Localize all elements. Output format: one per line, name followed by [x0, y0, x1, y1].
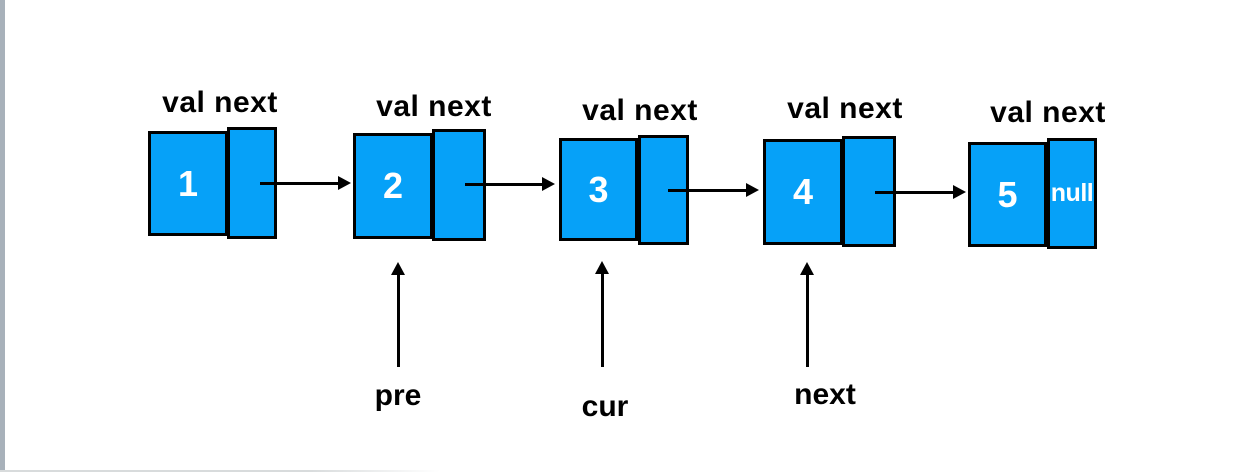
- arrow-shaft: [805, 272, 809, 367]
- arrowhead-up-icon: [391, 262, 405, 275]
- node-3-header: val next: [582, 94, 698, 127]
- node-3-value: 3: [588, 168, 609, 210]
- node-1-header: val next: [162, 86, 278, 119]
- arrowhead-up-icon: [800, 262, 814, 275]
- node-4-header: val next: [787, 92, 903, 125]
- node-5-value: 5: [997, 173, 1018, 215]
- window-left-edge: [0, 0, 5, 472]
- node-2-value: 2: [382, 165, 404, 206]
- node-4-value: 4: [792, 171, 814, 212]
- node-3-val-box: 3: [559, 138, 638, 241]
- arrow-shaft: [396, 272, 400, 367]
- cur-pointer-label: cur: [581, 390, 629, 423]
- node-4-val-box: 4: [763, 139, 843, 245]
- node-5-next-value: null: [1050, 179, 1094, 207]
- node-5-header: val next: [990, 96, 1106, 129]
- node-2-next-box: [432, 129, 486, 241]
- pre-pointer-label: pre: [374, 379, 422, 412]
- node-2-header: val next: [376, 90, 492, 123]
- window-bottom-edge: [0, 470, 440, 472]
- arrow-shaft: [465, 182, 544, 186]
- arrow-shaft: [600, 271, 604, 367]
- arrow-shaft: [260, 181, 340, 185]
- arrowhead-right-icon: [953, 185, 966, 199]
- node-1-value: 1: [177, 162, 199, 204]
- node-2-val-box: 2: [353, 133, 433, 239]
- node-5-next-box: null: [1047, 138, 1097, 249]
- next-pointer-label: next: [794, 378, 856, 411]
- node-5-val-box: 5: [968, 142, 1047, 247]
- arrowhead-right-icon: [542, 177, 555, 191]
- arrowhead-right-icon: [338, 176, 351, 190]
- arrow-shaft: [668, 188, 748, 192]
- arrowhead-right-icon: [746, 183, 759, 197]
- arrowhead-up-icon: [595, 261, 609, 274]
- arrow-shaft: [875, 190, 955, 194]
- node-1-val-box: 1: [148, 131, 228, 236]
